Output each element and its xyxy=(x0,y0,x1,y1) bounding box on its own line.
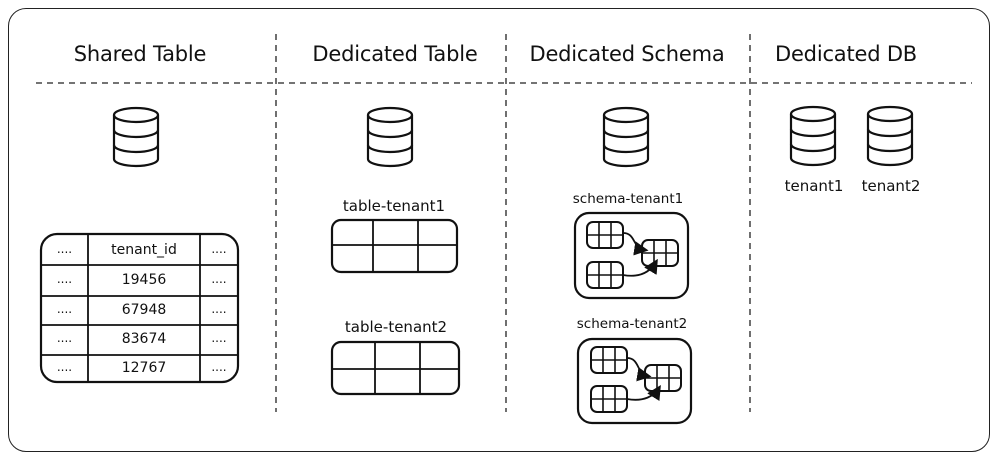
table-icon-tenant1 xyxy=(330,218,459,274)
table-tenant1-label: table-tenant1 xyxy=(342,197,446,215)
row-1-left: .... xyxy=(56,272,73,286)
row-2-right: .... xyxy=(211,302,227,316)
schema-box-tenant1 xyxy=(573,211,690,300)
heading-shared-table: Shared Table xyxy=(73,42,207,66)
row-3-right: .... xyxy=(211,331,227,345)
table-icon-tenant2 xyxy=(330,340,461,396)
row-3-left: .... xyxy=(56,331,73,345)
row-4-right: .... xyxy=(211,360,227,374)
row-1-right: .... xyxy=(211,272,227,286)
header-cell-right: .... xyxy=(211,242,227,256)
header-cell-tenant-id: tenant_id xyxy=(111,242,177,258)
row-4-left: .... xyxy=(56,360,73,374)
schema-box-tenant2 xyxy=(576,337,693,425)
table-tenant2-label: table-tenant2 xyxy=(344,318,448,336)
heading-dedicated-schema: Dedicated Schema xyxy=(529,42,725,66)
row-2-left: .... xyxy=(56,302,73,316)
row-3-tenant-id: 83674 xyxy=(121,331,167,347)
row-4-tenant-id: 12767 xyxy=(121,360,167,376)
header-cell-left: .... xyxy=(56,242,73,256)
db-label-tenant1: tenant1 xyxy=(784,177,844,195)
heading-dedicated-db: Dedicated DB xyxy=(774,42,918,66)
heading-dedicated-table: Dedicated Table xyxy=(312,42,478,66)
row-2-tenant-id: 67948 xyxy=(121,302,167,318)
schema-tenant2-label: schema-tenant2 xyxy=(576,316,688,332)
schema-tenant1-label: schema-tenant1 xyxy=(572,191,684,207)
db-label-tenant2: tenant2 xyxy=(861,177,921,195)
row-1-tenant-id: 19456 xyxy=(121,272,167,288)
